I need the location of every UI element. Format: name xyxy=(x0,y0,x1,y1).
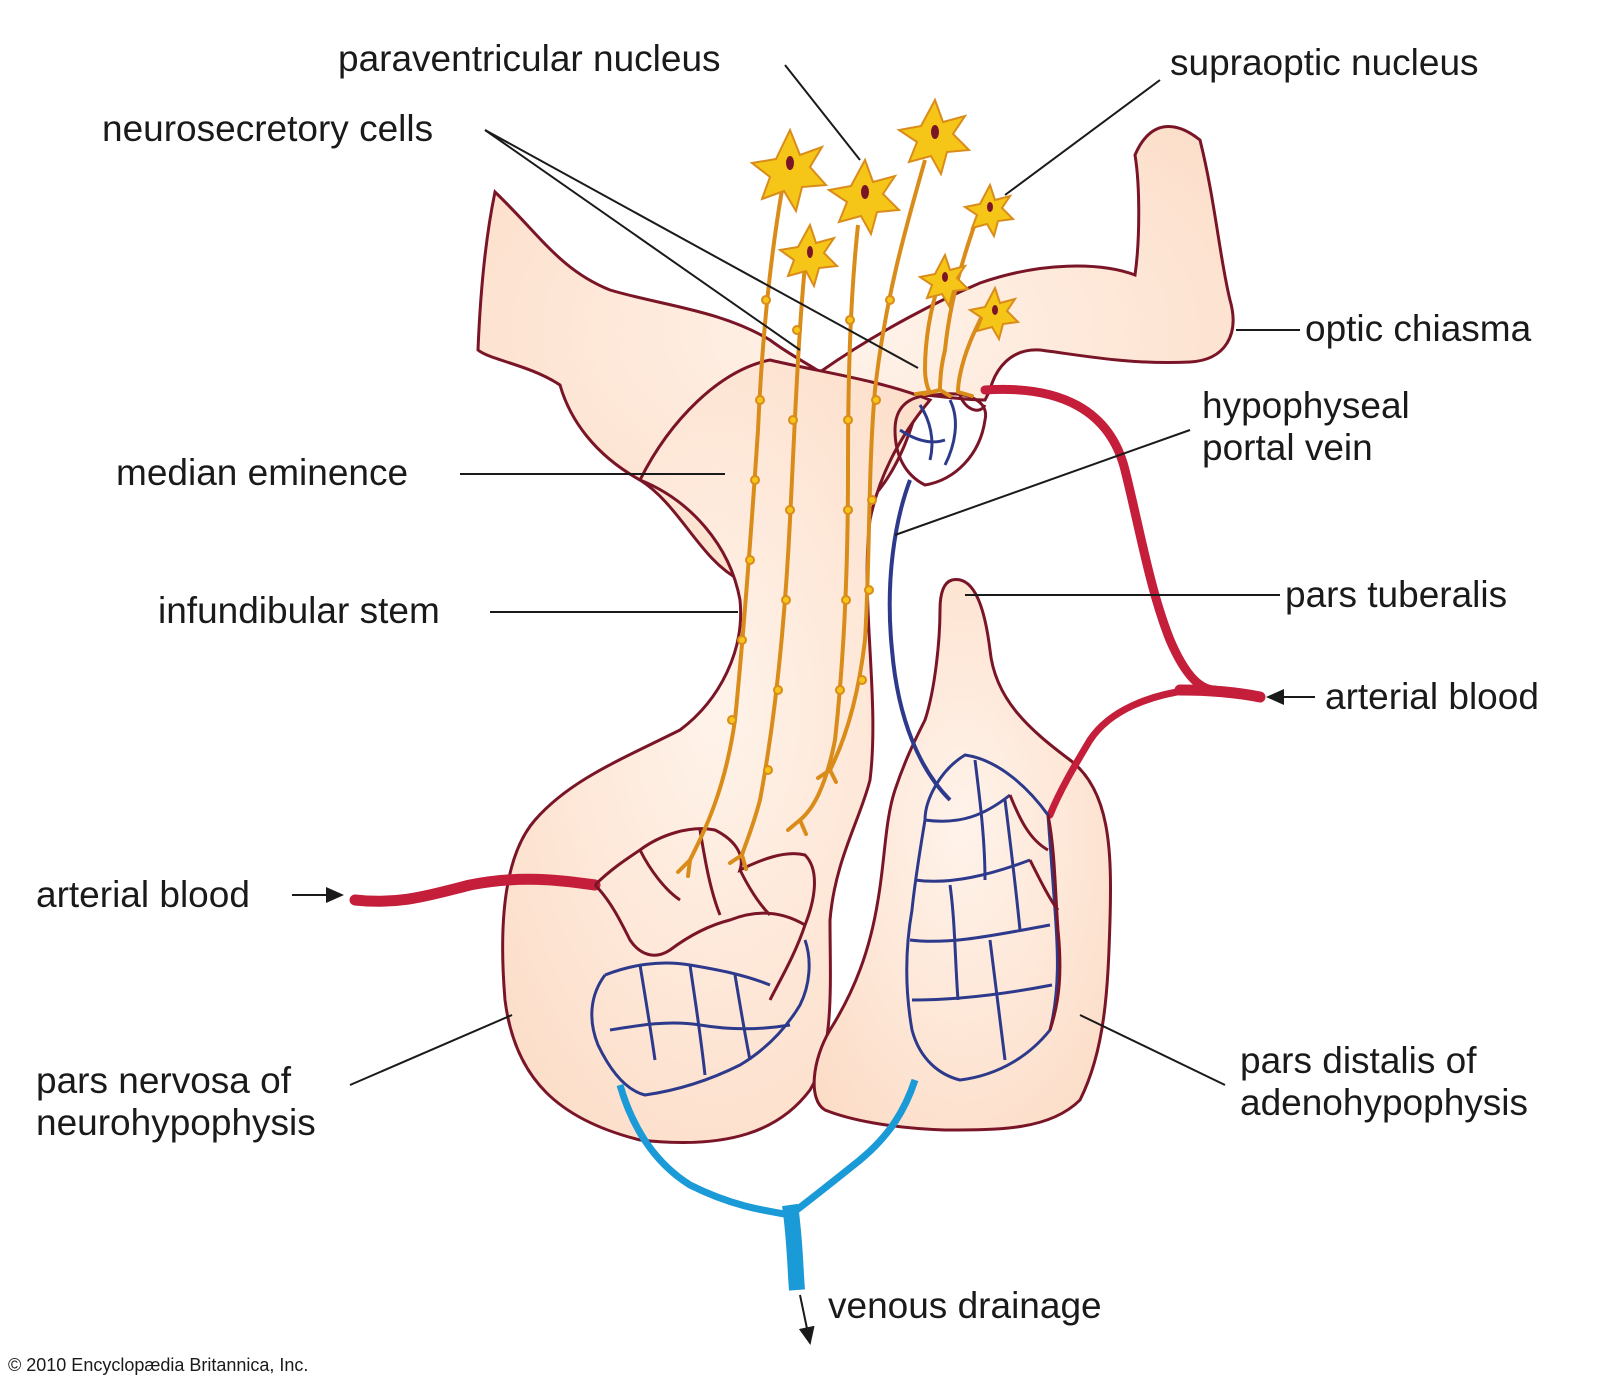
primary-capillary-plexus xyxy=(893,392,988,487)
neurohypophysis-capillary-plexus xyxy=(590,827,816,1097)
label-venous-drainage: venous drainage xyxy=(828,1285,1102,1326)
label-arterial-blood-left: arterial blood xyxy=(36,874,250,915)
venous-drainage-trunk xyxy=(782,1203,805,1291)
arrow-venous xyxy=(798,1294,815,1345)
label-pars-distalis-line1: pars distalis of xyxy=(1240,1040,1477,1081)
label-pars-distalis-line2: adenohypophysis xyxy=(1240,1082,1528,1123)
leader-pars-nervosa xyxy=(349,1014,513,1086)
label-arterial-blood-right: arterial blood xyxy=(1325,676,1539,717)
label-infundibular-stem: infundibular stem xyxy=(158,590,440,631)
axon-terminals xyxy=(676,388,974,878)
label-pars-nervosa: pars nervosa of neurohypophysis xyxy=(36,1060,316,1144)
leader-portal-vein xyxy=(894,429,1191,536)
axon-beads xyxy=(727,295,895,775)
venous-drainage-left-branch xyxy=(616,1084,791,1219)
leader-neurosecretory-2 xyxy=(484,129,919,369)
leader-pars-distalis xyxy=(1079,1014,1226,1086)
neuron-nuclei xyxy=(786,125,998,315)
label-pars-nervosa-line1: pars nervosa of xyxy=(36,1060,292,1101)
label-paraventricular-nucleus: paraventricular nucleus xyxy=(338,38,721,79)
label-pars-nervosa-line2: neurohypophysis xyxy=(36,1102,316,1143)
label-hypophyseal-portal-vein-line1: hypophyseal xyxy=(1202,385,1410,426)
label-supraoptic-nucleus: supraoptic nucleus xyxy=(1170,42,1479,83)
artery-to-pars-distalis xyxy=(1046,686,1194,819)
neurosecretory-axons xyxy=(688,159,987,861)
leader-paraventricular xyxy=(784,64,861,161)
label-hypophyseal-portal-vein: hypophyseal portal vein xyxy=(1202,385,1410,469)
venous-drainage-right-branch xyxy=(787,1078,919,1218)
leader-supraoptic xyxy=(1004,79,1161,196)
label-optic-chiasma: optic chiasma xyxy=(1305,308,1532,349)
adenohypophysis-tissue xyxy=(812,578,1113,1132)
superior-hypophyseal-artery xyxy=(980,384,1220,695)
hypophyseal-portal-vein xyxy=(887,479,952,802)
neurohypophysis-tissue xyxy=(501,358,933,1144)
secondary-capillary-plexus xyxy=(905,753,1062,1082)
arterial-blood-left-vessel xyxy=(349,873,601,907)
copyright-notice: © 2010 Encyclopædia Britannica, Inc. xyxy=(8,1355,309,1375)
leader-neurosecretory-1 xyxy=(484,129,801,351)
label-pars-tuberalis: pars tuberalis xyxy=(1285,574,1508,615)
label-hypophyseal-portal-vein-line2: portal vein xyxy=(1202,427,1373,468)
label-median-eminence: median eminence xyxy=(116,452,409,493)
label-pars-distalis: pars distalis of adenohypophysis xyxy=(1240,1040,1528,1124)
leader-lines xyxy=(292,64,1315,1345)
label-neurosecretory-cells: neurosecretory cells xyxy=(102,108,434,149)
